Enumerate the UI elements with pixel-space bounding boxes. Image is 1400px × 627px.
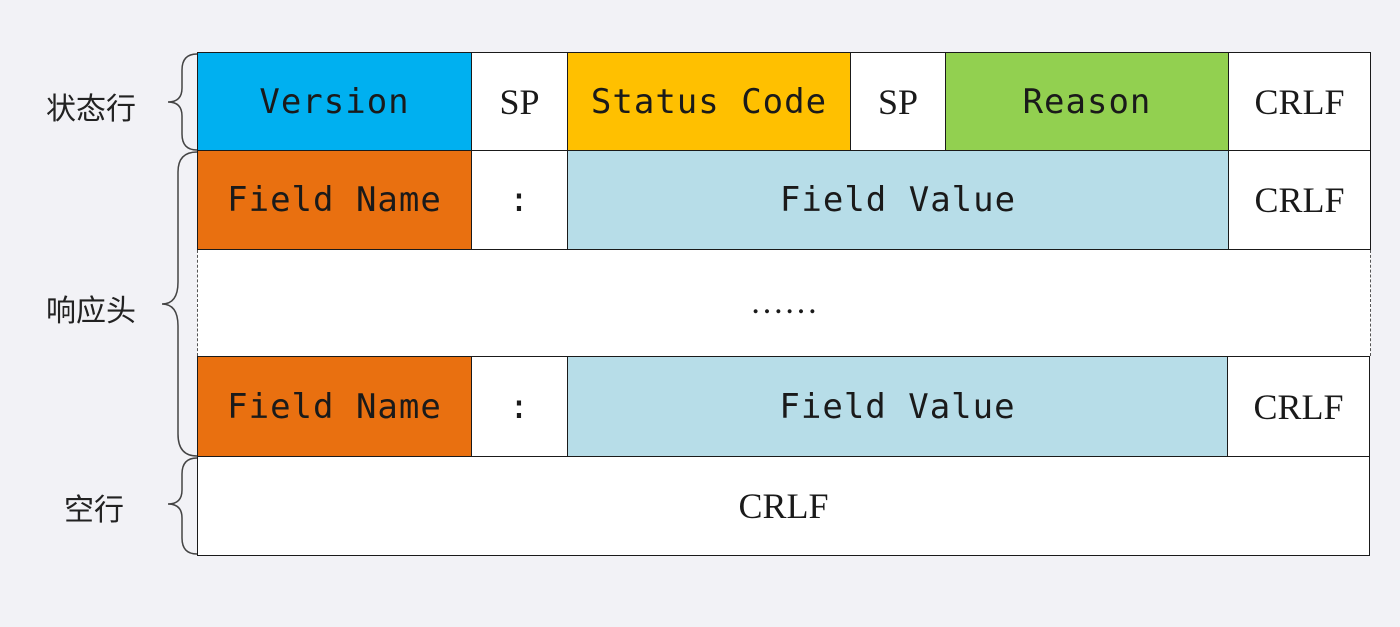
field-value-cell-1: Field Value xyxy=(567,150,1229,250)
response-headers-brace xyxy=(161,151,198,457)
sp-cell-2: SP xyxy=(850,52,946,151)
crlf-cell-status: CRLF xyxy=(1228,52,1371,151)
colon-cell-1: : xyxy=(471,150,568,250)
blank-line-brace xyxy=(167,457,198,555)
ellipsis-row: …… xyxy=(197,250,1371,356)
version-cell: Version xyxy=(197,52,472,151)
field-name-cell-1: Field Name xyxy=(197,150,472,250)
field-value-cell-2: Field Value xyxy=(567,356,1228,457)
reason-cell: Reason xyxy=(945,52,1229,151)
crlf-cell-blank-line: CRLF xyxy=(197,456,1370,556)
ellipsis-text: …… xyxy=(750,284,818,321)
colon-cell-2: : xyxy=(471,356,568,457)
status-line-label: 状态行 xyxy=(46,92,136,127)
sp-cell-1: SP xyxy=(471,52,568,151)
response-headers-label: 响应头 xyxy=(46,294,136,329)
group-braces xyxy=(161,53,198,555)
status-line-brace xyxy=(167,53,198,151)
blank-line-label: 空行 xyxy=(64,493,124,528)
status-code-cell: Status Code xyxy=(567,52,851,151)
crlf-cell-header-2: CRLF xyxy=(1227,356,1370,457)
field-name-cell-2: Field Name xyxy=(197,356,472,457)
crlf-cell-header-1: CRLF xyxy=(1228,150,1371,250)
